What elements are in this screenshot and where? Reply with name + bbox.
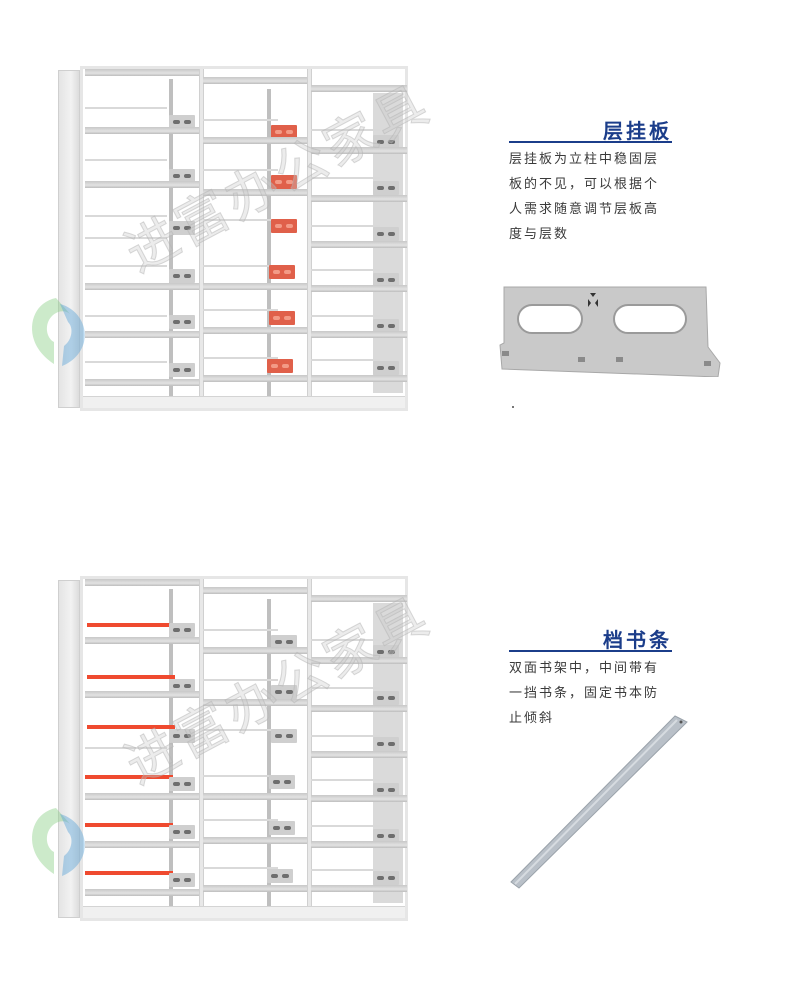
bookshelf-post <box>307 69 312 408</box>
bookshelf-post <box>199 579 204 918</box>
book-stop-bar-highlight <box>85 775 173 779</box>
shelf-hanger-highlight <box>271 175 297 189</box>
stray-dot <box>512 406 514 408</box>
description-line: 止倾斜 <box>509 711 555 726</box>
bookshelf-image <box>58 66 408 411</box>
title-divider <box>509 650 672 652</box>
shelf-hanger-highlight <box>271 125 297 139</box>
bookshelf-bay <box>85 69 199 408</box>
description-line: 一挡书条，固定书本防 <box>509 686 660 701</box>
bookshelf-side-panel <box>58 580 80 918</box>
book-stop-bar-part-image <box>510 715 688 889</box>
bookshelf-side-panel <box>58 70 80 408</box>
description-line: 人需求随意调节层板高 <box>509 202 660 217</box>
bookshelf-post <box>307 579 312 918</box>
bookshelf-bay <box>203 579 307 918</box>
feature-title: 层挂板 <box>603 119 672 143</box>
description-line: 双面书架中，中间带有 <box>509 661 660 676</box>
book-stop-bar-highlight <box>87 623 175 627</box>
feature-section-shelf-hanger: 进富办公家具 层挂板 层挂板为立柱中稳固层 板的不见，可以根据个 人需求随意调节… <box>32 66 721 411</box>
bookshelf-bay <box>311 69 407 408</box>
bookshelf-base <box>83 906 405 918</box>
feature-section-book-stop-bar: 进富办公家具 档书条 双面书架中，中间带有 一挡书条，固定书本防 止倾斜 <box>0 510 790 988</box>
description-line: 层挂板为立柱中稳固层 <box>509 152 660 167</box>
shelf-hanger-highlight <box>269 311 295 325</box>
book-stop-bar-highlight <box>87 725 175 729</box>
feature-title: 档书条 <box>603 628 672 652</box>
bookshelf-bay <box>85 579 199 918</box>
bookshelf-post <box>199 69 204 408</box>
bookshelf-image <box>58 576 408 921</box>
bookshelf-bay <box>203 69 307 408</box>
feature-description: 层挂板为立柱中稳固层 板的不见，可以根据个 人需求随意调节层板高 度与层数 <box>509 147 679 247</box>
shelf-hanger-part-image <box>499 286 721 377</box>
title-divider <box>509 141 672 143</box>
bookshelf-frame <box>80 66 408 411</box>
shelf-hanger-highlight <box>271 219 297 233</box>
book-stop-bar-highlight <box>85 871 173 875</box>
shelf-hanger-highlight <box>267 359 293 373</box>
shelf-hanger-highlight <box>269 265 295 279</box>
description-line: 板的不见，可以根据个 <box>509 177 660 192</box>
description-line: 度与层数 <box>509 227 570 242</box>
bookshelf-bay <box>311 579 407 918</box>
bookshelf-frame <box>80 576 408 921</box>
bookshelf-base <box>83 396 405 408</box>
book-stop-bar-highlight <box>87 675 175 679</box>
book-stop-bar-highlight <box>85 823 173 827</box>
feature-description: 双面书架中，中间带有 一挡书条，固定书本防 止倾斜 <box>509 656 679 731</box>
